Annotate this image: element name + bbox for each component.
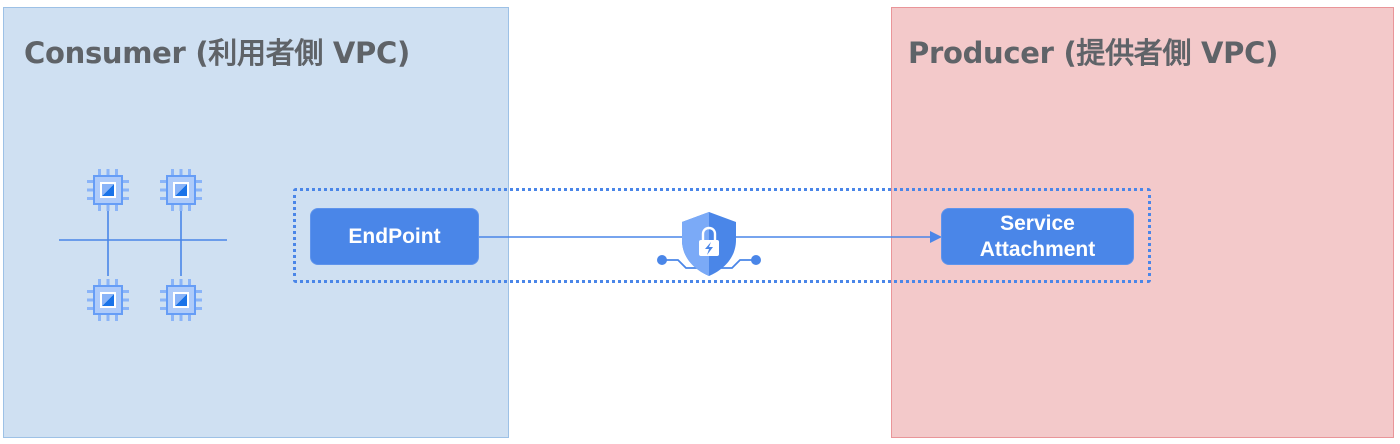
service-attachment-label-line2: Attachment: [979, 237, 1096, 261]
cpu-chip-icon: [87, 169, 129, 211]
endpoint-node: EndPoint: [310, 208, 479, 265]
cpu-chip-icon: [160, 169, 202, 211]
cpu-chip-icon: [87, 279, 129, 321]
consumer-vpc-title: Consumer (利用者側 VPC): [24, 36, 410, 70]
endpoint-label: EndPoint: [348, 224, 441, 248]
producer-vpc-title: Producer (提供者側 VPC): [908, 36, 1279, 70]
private-connection-zone: [293, 188, 1151, 283]
service-attachment-label-line1: Service: [1000, 211, 1075, 235]
cpu-chip-icon: [160, 279, 202, 321]
producer-vpc-box: Producer (提供者側 VPC): [891, 7, 1394, 438]
service-attachment-node: Service Attachment: [941, 208, 1134, 265]
